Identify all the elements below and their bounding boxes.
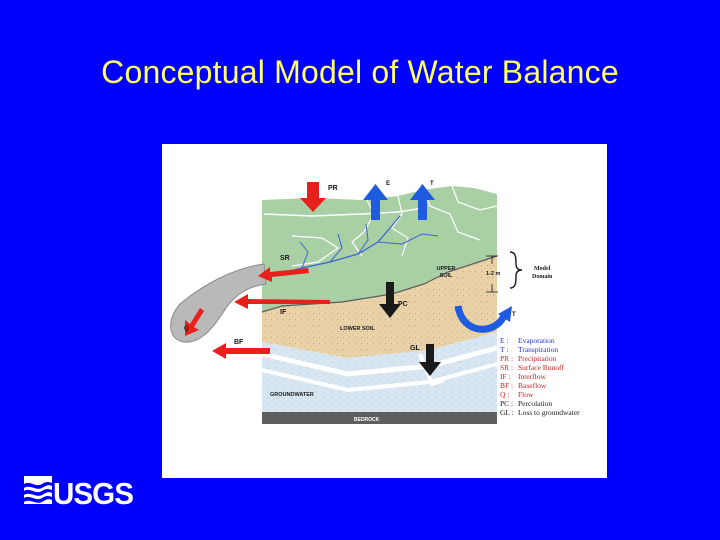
legend-code: SR : xyxy=(500,363,513,372)
label-pr: PR xyxy=(328,185,338,192)
legend-code: BF : xyxy=(500,381,513,390)
legend-desc: Flow xyxy=(518,390,534,399)
slide-title: Conceptual Model of Water Balance xyxy=(0,54,720,91)
label-upper-soil-2: SOIL xyxy=(440,273,453,279)
legend-code: GL : xyxy=(500,408,514,417)
legend-code: Q : xyxy=(500,390,509,399)
usgs-wave-icon xyxy=(24,476,52,504)
label-groundwater: GROUNDWATER xyxy=(270,392,314,398)
label-pc: PC xyxy=(398,301,408,308)
legend-desc: Surface Runoff xyxy=(518,363,564,372)
legend-code: E : xyxy=(500,336,509,345)
label-lower-soil: LOWER SOIL xyxy=(340,326,375,332)
legend-desc: Evaporation xyxy=(518,336,555,345)
legend-desc: Precipitation xyxy=(518,354,557,363)
legend-desc: Transpiration xyxy=(518,345,558,354)
label-model-domain-1: Model xyxy=(534,266,551,272)
label-t: T xyxy=(430,181,434,187)
label-bedrock: BEDROCK xyxy=(354,417,380,423)
label-q: Q xyxy=(184,326,189,332)
label-model-domain-2: Domain xyxy=(532,274,553,280)
usgs-logo: USGS xyxy=(24,474,134,513)
label-t-root: T xyxy=(512,312,516,318)
usgs-logo-text: USGS xyxy=(53,476,133,508)
label-if: IF xyxy=(280,309,287,316)
water-balance-diagram: PR E T SR IF Q BF PC GL T UPPER SOIL LOW… xyxy=(162,144,607,478)
legend-code: T : xyxy=(500,345,508,354)
model-domain-brace xyxy=(510,252,522,288)
legend-code: PR : xyxy=(500,354,513,363)
label-e: E xyxy=(386,181,390,187)
legend-desc: Baseflow xyxy=(518,381,547,390)
legend-code: PC : xyxy=(500,399,513,408)
label-depth: 1-2 m xyxy=(486,271,500,277)
legend-desc: Percolation xyxy=(518,399,552,408)
label-bf: BF xyxy=(234,339,244,346)
legend: E : Evaporation T : Transpiration PR : P… xyxy=(500,336,580,417)
bedrock-strip xyxy=(262,412,497,424)
legend-code: IF : xyxy=(500,372,511,381)
label-sr: SR xyxy=(280,255,290,262)
legend-desc: Interflow xyxy=(518,372,546,381)
legend-desc: Loss to groundwater xyxy=(518,408,580,417)
label-gl: GL xyxy=(410,345,420,352)
label-upper-soil-1: UPPER xyxy=(437,266,456,272)
